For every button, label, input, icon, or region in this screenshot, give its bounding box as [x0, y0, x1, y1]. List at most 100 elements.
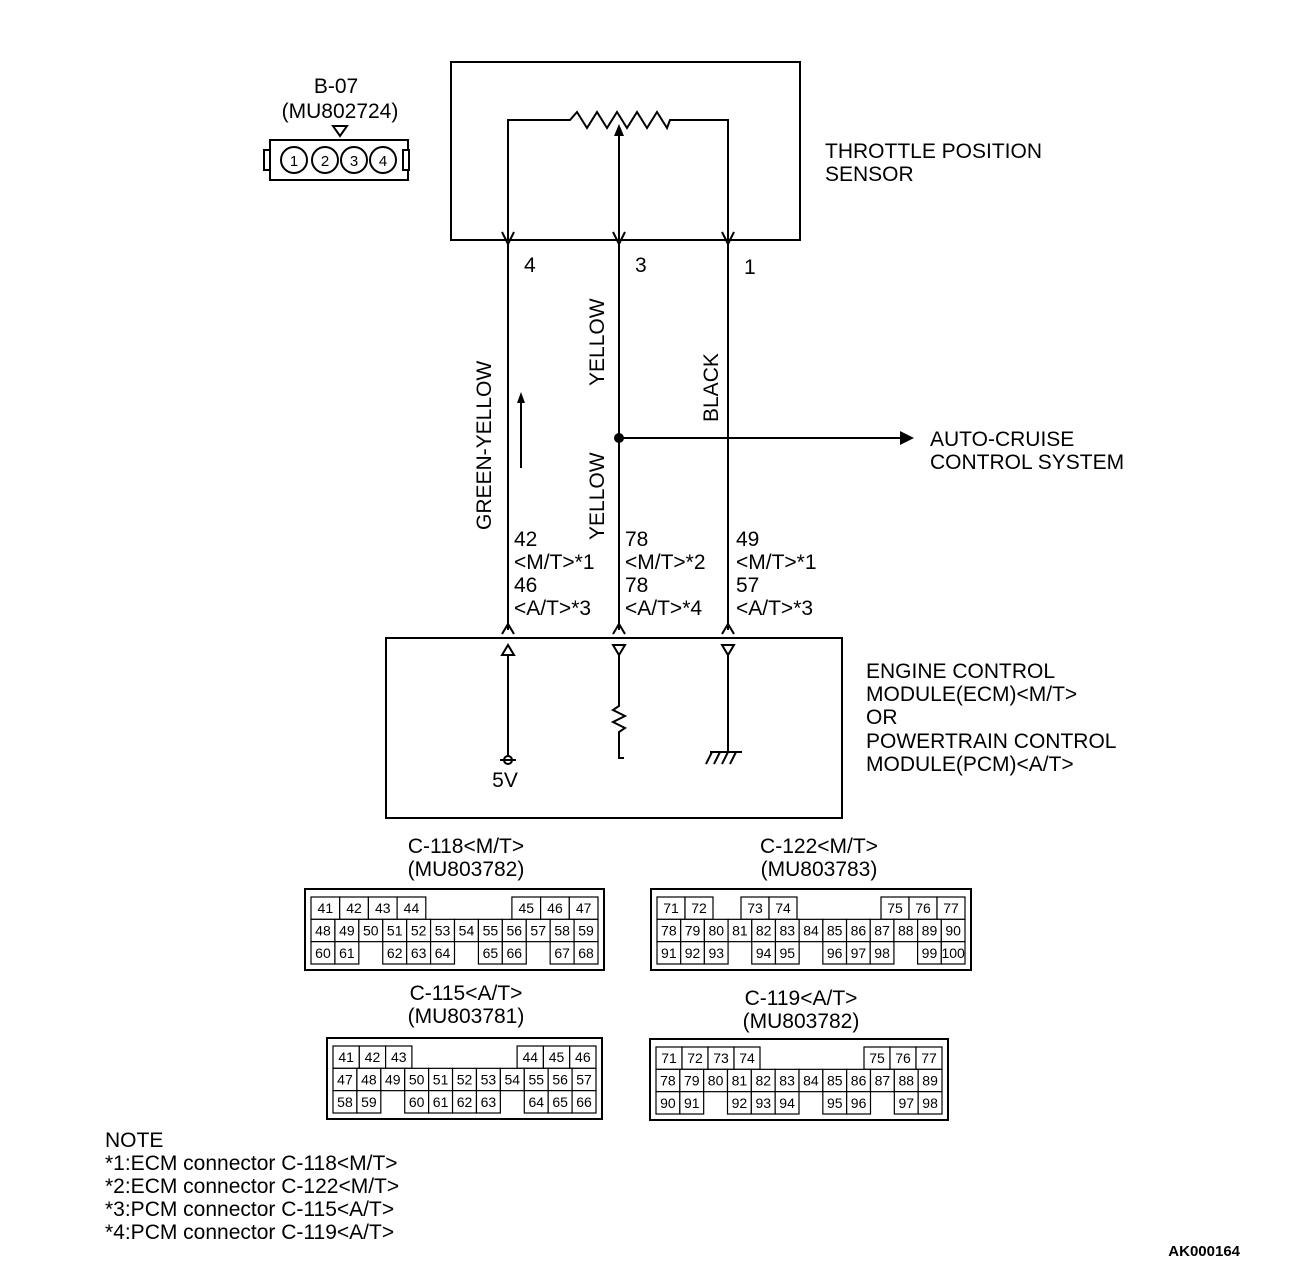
connector-pin-label: 79	[685, 923, 701, 939]
connector-pin-label: 99	[922, 945, 938, 961]
module-label-line2: MODULE(ECM)<M/T>	[866, 683, 1077, 706]
cruise-arrow-icon	[900, 431, 914, 445]
pin-callout: <A/T>*3	[514, 597, 591, 620]
connector-pin-cell	[869, 941, 895, 965]
module-label-line5: MODULE(PCM)<A/T>	[866, 753, 1074, 776]
connector-pin-label: 81	[732, 923, 748, 939]
connector-pin-label: 42	[365, 1049, 381, 1065]
connector-pin-label: 77	[921, 1050, 937, 1066]
pin-callout: 78	[625, 528, 648, 551]
connector-tab-left	[263, 149, 271, 171]
connector-pin-cell	[774, 1091, 800, 1115]
sensor-connector-b07: B-07 (MU802724) 1 2 3 4	[263, 75, 410, 181]
connector-pin-label: 72	[691, 900, 707, 916]
notes: NOTE *1:ECM connector C-118<M/T> *2:ECM …	[105, 1129, 399, 1244]
connector-pin-label: 46	[547, 900, 563, 916]
figure-code: AK000164	[1168, 1243, 1240, 1260]
connector-pin-label: 43	[375, 900, 391, 916]
connector-pin-label: 64	[435, 945, 451, 961]
connector-pin-label: 41	[318, 900, 334, 916]
connector-pin-cell	[571, 1090, 597, 1114]
connector-pin-label: 88	[898, 1073, 914, 1089]
sensor-pin-left: 4	[524, 254, 536, 277]
connector-pin-label: 57	[576, 1072, 592, 1088]
connector-pin-label: 87	[874, 923, 890, 939]
connector-pin-label: 47	[337, 1072, 353, 1088]
connector-pin-label: 89	[922, 923, 938, 939]
connector-pin	[340, 146, 368, 174]
connector-pin-cell	[940, 941, 966, 965]
connector-pin-label: 85	[827, 1073, 843, 1089]
wire-color-label-right: BLACK	[700, 353, 723, 422]
connector-pin-cell	[429, 941, 456, 965]
connector-pin-label: 93	[755, 1095, 771, 1111]
connector-pin-label: 81	[732, 1073, 748, 1089]
connector-pin-label: 65	[483, 945, 499, 961]
connector-pin-label: 73	[747, 900, 763, 916]
connector-pin-label: 76	[915, 900, 931, 916]
connector-pin-label: 63	[481, 1094, 497, 1110]
notes-heading: NOTE	[105, 1129, 163, 1152]
connector-pin-label: 44	[404, 900, 420, 916]
connector-pin-label: 56	[507, 923, 523, 939]
connector-pin-label: 74	[739, 1050, 755, 1066]
connector-pin-label: 50	[409, 1072, 425, 1088]
connector-pin-label: 42	[346, 900, 362, 916]
connector-pin-label: 64	[528, 1094, 544, 1110]
connector-pin-label: 62	[387, 945, 403, 961]
ground-icon	[705, 751, 742, 765]
connector-pin-label: 100	[941, 945, 965, 961]
connector-pin-label: 66	[576, 1094, 592, 1110]
connector-pin-label: 80	[708, 923, 724, 939]
pin-callout: 49	[736, 528, 759, 551]
connector-part-label: (MU802724)	[282, 100, 399, 123]
connector-pin-label: 43	[391, 1049, 407, 1065]
connector-pin-label: 48	[361, 1072, 377, 1088]
connector-pin-label: 53	[435, 923, 451, 939]
wire-color-label-mid-lower: YELLOW	[586, 452, 609, 540]
connector-pin-label: 65	[552, 1094, 568, 1110]
connector-pin-label: 45	[518, 900, 534, 916]
connector-pin-number: 3	[350, 153, 358, 170]
connector-pin-label: 97	[851, 945, 867, 961]
pin-callout: 46	[514, 574, 537, 597]
connector-pin-label: 56	[552, 1072, 568, 1088]
sensor-label-line2: SENSOR	[825, 163, 914, 186]
wire-color-label-mid-upper: YELLOW	[586, 298, 609, 386]
connector-pin-cell	[774, 941, 800, 965]
connector-tab-right	[402, 149, 410, 171]
input-resistor-icon	[610, 655, 628, 759]
connector-pin-cell	[703, 941, 729, 965]
module-label-line1: ENGINE CONTROL	[866, 660, 1055, 683]
terminal-arrow-icon	[612, 622, 626, 635]
note-item: *4:PCM connector C-119<A/T>	[105, 1221, 394, 1244]
connector-title: C-122<M/T>	[760, 835, 878, 858]
flow-arrow-icon	[517, 392, 525, 403]
connector-pin-label: 71	[663, 900, 679, 916]
connector-pin-label: 60	[315, 945, 331, 961]
connector-pin-label: 95	[780, 945, 796, 961]
pin-callout: 78	[625, 574, 648, 597]
connector-pin-label: 49	[339, 923, 355, 939]
connector-pin-label: 58	[554, 923, 570, 939]
connector-pin-label: 68	[578, 945, 594, 961]
connector-pin-label: 88	[898, 923, 914, 939]
connector-pin-label: 77	[943, 900, 959, 916]
terminal-arrow-icon	[721, 622, 735, 635]
connector-pin-label: 60	[409, 1094, 425, 1110]
connector-pin	[280, 146, 308, 174]
connector-pin-label: 74	[775, 900, 791, 916]
connector-pin-label: 58	[337, 1094, 353, 1110]
connector-pin	[369, 146, 397, 174]
connector-pin-label: 50	[363, 923, 379, 939]
connector-pin-label: 75	[869, 1050, 885, 1066]
connector-pin-label: 84	[803, 923, 819, 939]
module-box	[385, 637, 843, 819]
pin-callout: <M/T>*1	[736, 551, 817, 574]
harness-wires: GREEN-YELLOW YELLOW YELLOW BLACK 42 <M/T…	[473, 244, 1124, 635]
